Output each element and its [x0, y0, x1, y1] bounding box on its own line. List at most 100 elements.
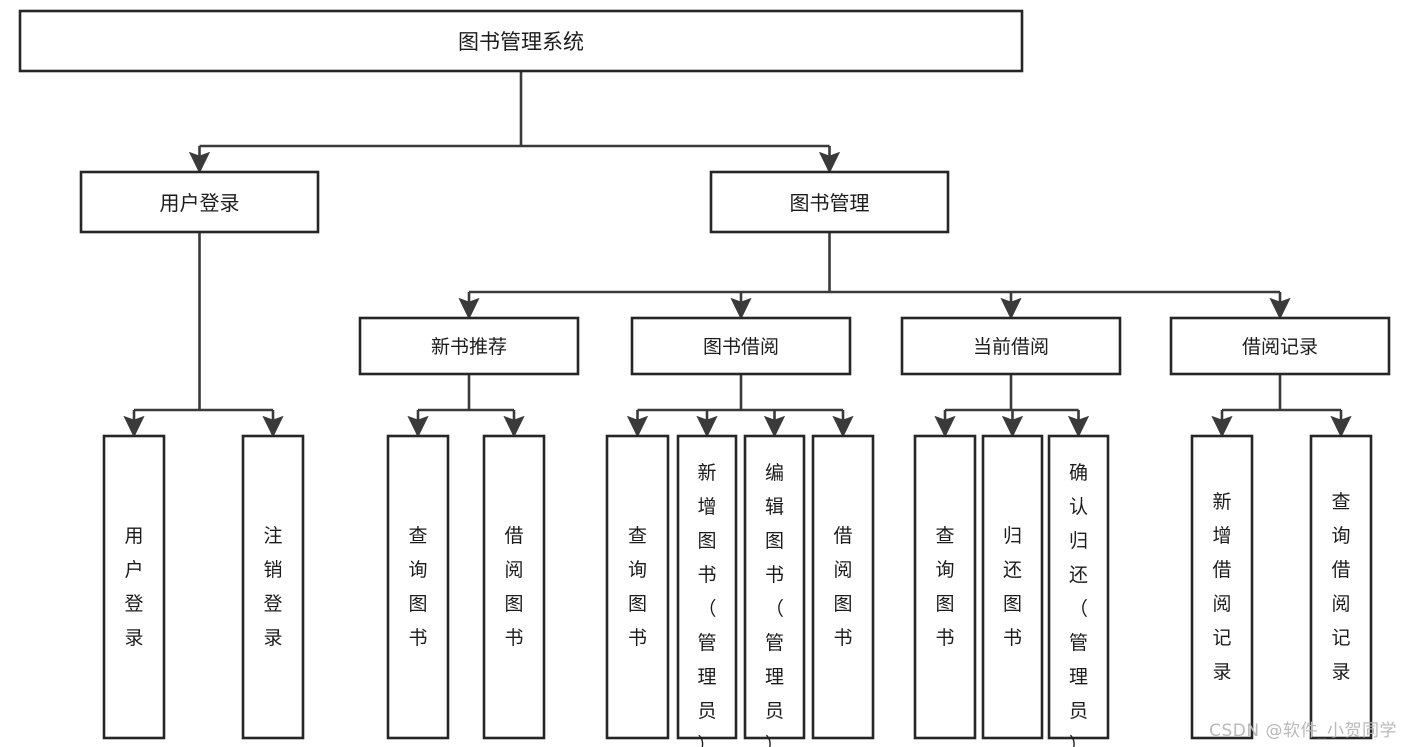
node-label-bb-edit-book-admin: ） — [765, 734, 784, 747]
node-label-cb-query-book: 查 — [935, 525, 954, 547]
node-label-user-login-action: 登 — [124, 593, 143, 615]
node-box-cb-confirm-return-admin — [1047, 434, 1110, 740]
node-book-borrow: 图书借阅 — [630, 316, 852, 376]
node-book-management: 图书管理 — [709, 170, 950, 234]
node-new-book-recommend: 新书推荐 — [358, 316, 580, 376]
node-label-br-add-record: 阅 — [1212, 593, 1231, 615]
node-label-user-logout-action: 登 — [263, 593, 282, 615]
node-label-book-borrow: 图书借阅 — [703, 336, 779, 358]
node-box-cb-return-book — [981, 434, 1044, 740]
node-label-cb-confirm-return-admin: ） — [1069, 734, 1088, 747]
node-label-bb-add-book-admin: 管 — [697, 632, 716, 654]
node-box-current-borrow — [900, 316, 1122, 376]
node-label-br-query-record: 询 — [1331, 525, 1350, 547]
node-box-book-borrow — [630, 316, 852, 376]
node-label-br-add-record: 增 — [1212, 525, 1231, 547]
node-label-cb-confirm-return-admin: 确 — [1069, 462, 1088, 484]
node-label-bb-add-book-admin: 员 — [697, 700, 716, 722]
node-label-bb-borrow-book: 阅 — [833, 559, 852, 581]
node-label-bb-add-book-admin: 新 — [697, 462, 716, 484]
node-label-nbr-query-book: 书 — [408, 627, 427, 649]
node-label-bb-add-book-admin: （ — [697, 598, 716, 620]
node-label-nbr-query-book: 图 — [408, 593, 427, 615]
node-label-cb-confirm-return-admin: 认 — [1069, 496, 1088, 518]
node-label-bb-borrow-book: 书 — [833, 627, 852, 649]
node-label-bb-edit-book-admin: 编 — [765, 462, 784, 484]
node-label-nbr-borrow-book: 阅 — [504, 559, 523, 581]
node-label-bb-query-book: 图 — [628, 593, 647, 615]
node-label-user-logout-action: 录 — [263, 627, 282, 649]
node-label-nbr-borrow-book: 借 — [504, 525, 523, 547]
node-label-bb-borrow-book: 借 — [833, 525, 852, 547]
node-label-bb-edit-book-admin: 管 — [765, 632, 784, 654]
node-label-cb-return-book: 归 — [1003, 525, 1022, 547]
node-label-bb-add-book-admin: 增 — [697, 496, 716, 518]
node-label-user-logout-action: 注 — [263, 525, 282, 547]
node-box-book-management — [709, 170, 950, 234]
node-label-br-add-record: 记 — [1212, 627, 1231, 649]
node-label-user-login-action: 户 — [124, 559, 143, 581]
node-label-current-borrow: 当前借阅 — [973, 336, 1049, 358]
node-label-br-query-record: 录 — [1331, 661, 1350, 683]
node-label-cb-confirm-return-admin: 归 — [1069, 530, 1088, 552]
node-label-user-login-action: 录 — [124, 627, 143, 649]
node-label-bb-borrow-book: 图 — [833, 593, 852, 615]
node-box-bb-add-book-admin — [676, 434, 738, 740]
node-label-user-logout-action: 销 — [263, 559, 282, 581]
node-box-bb-borrow-book — [811, 434, 875, 740]
node-label-bb-query-book: 书 — [628, 627, 647, 649]
node-box-bb-query-book — [605, 434, 670, 740]
node-box-br-query-record — [1309, 434, 1373, 740]
node-label-nbr-borrow-book: 图 — [504, 593, 523, 615]
node-label-cb-confirm-return-admin: （ — [1069, 598, 1088, 620]
node-label-nbr-query-book: 查 — [408, 525, 427, 547]
node-borrow-records: 借阅记录 — [1169, 316, 1391, 376]
node-label-cb-query-book: 图 — [935, 593, 954, 615]
node-label-cb-return-book: 还 — [1003, 559, 1022, 581]
node-label-bb-edit-book-admin: 员 — [765, 700, 784, 722]
node-label-bb-edit-book-admin: 书 — [765, 564, 784, 586]
node-label-bb-edit-book-admin: 理 — [765, 666, 784, 688]
node-label-cb-return-book: 图 — [1003, 593, 1022, 615]
node-label-br-query-record: 查 — [1331, 491, 1350, 513]
node-label-nbr-query-book: 询 — [408, 559, 427, 581]
edges-layer — [123, 71, 1352, 438]
node-box-cb-query-book — [913, 434, 977, 740]
node-label-borrow-records: 借阅记录 — [1242, 336, 1318, 358]
node-label-br-query-record: 借 — [1331, 559, 1350, 581]
node-label-br-query-record: 阅 — [1331, 593, 1350, 615]
node-label-bb-add-book-admin: ） — [697, 734, 716, 747]
node-label-cb-confirm-return-admin: 员 — [1069, 700, 1088, 722]
node-label-cb-confirm-return-admin: 还 — [1069, 564, 1088, 586]
node-box-borrow-records — [1169, 316, 1391, 376]
node-box-root — [18, 9, 1024, 73]
node-label-bb-edit-book-admin: 图 — [765, 530, 784, 552]
node-box-nbr-borrow-book — [482, 434, 546, 740]
nodes-layer: 图书管理系统用户登录用户登录注销登录图书管理新书推荐查询图书借阅图书图书借阅查询… — [18, 9, 1391, 747]
node-label-cb-confirm-return-admin: 管 — [1069, 632, 1088, 654]
node-user-login: 用户登录 — [79, 170, 320, 234]
node-box-user-login — [79, 170, 320, 234]
node-label-bb-add-book-admin: 图 — [697, 530, 716, 552]
node-label-user-login-action: 用 — [124, 525, 143, 547]
node-box-new-book-recommend — [358, 316, 580, 376]
node-root: 图书管理系统 — [18, 9, 1024, 73]
node-label-root: 图书管理系统 — [458, 30, 584, 54]
node-label-bb-query-book: 询 — [628, 559, 647, 581]
node-label-book-management: 图书管理 — [790, 191, 870, 215]
node-label-cb-confirm-return-admin: 理 — [1069, 666, 1088, 688]
node-box-user-logout-action — [241, 434, 305, 740]
node-label-user-login: 用户登录 — [160, 191, 240, 215]
node-label-cb-return-book: 书 — [1003, 627, 1022, 649]
